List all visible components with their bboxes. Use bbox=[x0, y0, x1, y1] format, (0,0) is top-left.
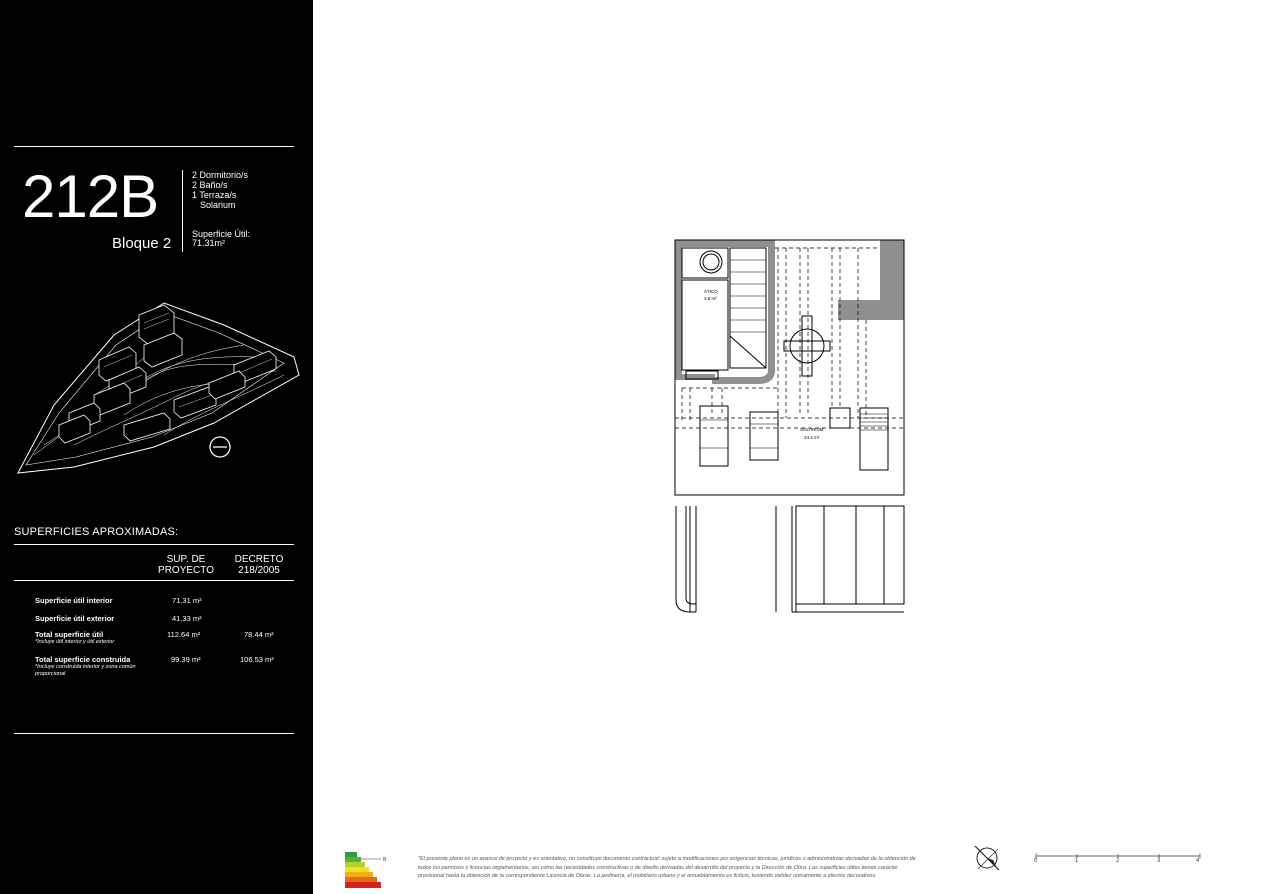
feature-bathrooms: 2 Baño/s bbox=[192, 180, 228, 190]
row-interior-label: Superficie útil interior bbox=[35, 596, 113, 605]
col-decree-header: DECRETO 218/2005 bbox=[214, 554, 304, 576]
row-total-built-note: *Incluye construida interior y zona comú… bbox=[35, 664, 136, 677]
row-interior-project: 71.31 m² bbox=[172, 596, 202, 605]
row-total-useful-label: Total superficie útil bbox=[35, 630, 104, 639]
col-project-header: SUP. DE PROYECTO bbox=[141, 554, 231, 576]
block-name: Bloque 2 bbox=[112, 235, 172, 252]
scale-label-1: 1 bbox=[1075, 858, 1079, 864]
surfaces-heading: SUPERFICIES APROXIMADAS: bbox=[14, 526, 179, 538]
floor-plan: ÁTICO 3.8 m² SOLARIUM 24.4 m² bbox=[674, 239, 905, 613]
feature-terraces: 1 Terraza/s bbox=[192, 190, 237, 200]
row-total-useful-note: *Incluye útil interior y útil exterior bbox=[35, 639, 115, 645]
col-decree-line2: 218/2005 bbox=[238, 565, 280, 576]
solarium-room-name: SOLARIUM bbox=[800, 427, 824, 432]
scale-label-2: 2 bbox=[1116, 858, 1120, 864]
energy-rating-letter: B bbox=[383, 857, 387, 863]
bottom-divider bbox=[14, 733, 294, 734]
solarium-room-area: 24.4 m² bbox=[804, 435, 820, 440]
useful-area-label: Superficie Útil: bbox=[192, 229, 251, 239]
lower-floor-outline bbox=[675, 505, 905, 613]
scale-label-3: 3 bbox=[1157, 858, 1161, 864]
row-total-built-label: Total superficie construida bbox=[35, 655, 131, 664]
row-total-useful-decree: 78.44 m² bbox=[244, 630, 274, 639]
top-divider bbox=[14, 146, 294, 147]
row-total-built-decree: 106.53 m² bbox=[240, 655, 274, 664]
row-exterior-project: 41.33 m² bbox=[172, 614, 202, 623]
energy-rating-icon: B bbox=[345, 852, 387, 888]
unit-code: 212B bbox=[22, 163, 159, 230]
row-total-built-project: 99.39 m² bbox=[171, 655, 201, 664]
scale-label-4: 4 bbox=[1196, 858, 1200, 864]
useful-area-value: 71.31m² bbox=[192, 238, 226, 248]
scale-label-0: 0 bbox=[1034, 858, 1038, 864]
row-total-useful-project: 112.64 m² bbox=[167, 630, 201, 639]
surfaces-divider bbox=[14, 544, 294, 545]
site-map-illustration bbox=[17, 302, 300, 474]
feature-solarium: Solarium bbox=[200, 200, 236, 210]
legal-disclaimer: *El presente plano es un avance de proye… bbox=[418, 856, 916, 880]
col-decree-line1: DECRETO bbox=[234, 554, 284, 565]
table-header-divider bbox=[14, 580, 294, 581]
col-project-line2: PROYECTO bbox=[158, 565, 214, 576]
col-project-line1: SUP. DE bbox=[166, 554, 206, 565]
plan-walls bbox=[675, 240, 904, 384]
north-compass-icon bbox=[974, 845, 1000, 871]
row-exterior-label: Superficie útil exterior bbox=[35, 614, 115, 623]
attic-room-name: ÁTICO bbox=[704, 288, 718, 294]
attic-room-area: 3.8 m² bbox=[704, 296, 717, 301]
graphic-scale bbox=[1035, 853, 1201, 859]
feature-bedrooms: 2 Dormitorio/s bbox=[192, 170, 249, 180]
info-sidebar: 212B Bloque 2 2 Dormitorio/s 2 Baño/s 1 … bbox=[0, 0, 313, 894]
header-separator bbox=[182, 170, 183, 252]
